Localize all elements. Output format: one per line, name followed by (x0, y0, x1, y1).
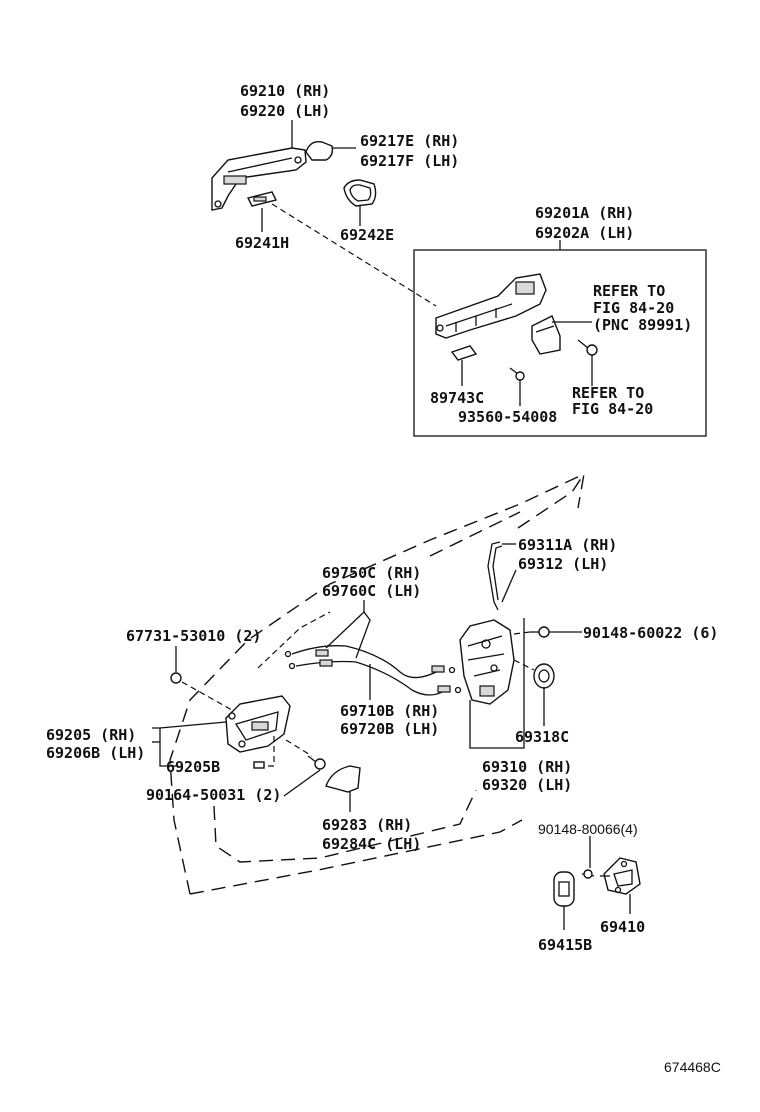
lock-rod (487, 541, 503, 611)
label-69205b: 69205B (166, 758, 220, 776)
label-pnc-89991: (PNC 89991) (593, 316, 692, 334)
clip-67731 (170, 672, 182, 684)
label-refer-to-1: REFER TO (593, 282, 665, 300)
label-fig-84-20-1: FIG 84-20 (593, 299, 674, 317)
door-striker (603, 857, 641, 895)
label-69760c: 69760C (LH) (322, 582, 421, 600)
handle-pad-rear (343, 179, 377, 207)
label-69710b: 69710B (RH) (340, 702, 439, 720)
label-69311a: 69311A (RH) (518, 536, 617, 554)
figure-code: 674468C (664, 1059, 721, 1075)
label-69241h: 69241H (235, 234, 289, 252)
label-69201a: 69201A (RH) (535, 204, 634, 222)
clip-89743c (450, 345, 478, 361)
label-69202a: 69202A (LH) (535, 224, 634, 242)
label-69310: 69310 (RH) (482, 758, 572, 776)
label-69720b: 69720B (LH) (340, 720, 439, 738)
inside-handle (225, 695, 291, 753)
label-90148-60022: 90148-60022 (6) (583, 624, 718, 642)
door-outline (169, 473, 585, 895)
label-69220: 69220 (LH) (240, 102, 330, 120)
sensor-module (531, 315, 561, 355)
label-69415b: 69415B (538, 936, 592, 954)
label-69320: 69320 (LH) (482, 776, 572, 794)
label-69750c: 69750C (RH) (322, 564, 421, 582)
screw-69205b (253, 761, 265, 769)
handle-cover (305, 141, 334, 161)
lock-cover (533, 663, 555, 689)
label-69206b: 69206B (LH) (46, 744, 145, 762)
label-69217f: 69217F (LH) (360, 152, 459, 170)
striker-shim (553, 871, 575, 907)
label-69205: 69205 (RH) (46, 726, 136, 744)
label-69318c: 69318C (515, 728, 569, 746)
label-69242e: 69242E (340, 226, 394, 244)
label-69283: 69283 (RH) (322, 816, 412, 834)
label-93560-54008: 93560-54008 (458, 408, 557, 426)
label-refer-to-2: REFER TO (572, 384, 644, 402)
lock-screw (530, 626, 550, 638)
frame-assembly (435, 273, 547, 339)
label-89743c: 89743C (430, 389, 484, 407)
label-90164-50031: 90164-50031 (2) (146, 786, 281, 804)
outside-handle-frame (211, 147, 307, 211)
handle-cap (325, 765, 361, 793)
label-67731-53010: 67731-53010 (2) (126, 627, 261, 645)
screw-93560 (509, 367, 525, 381)
label-90148-80066: 90148-80066(4) (538, 821, 638, 837)
label-69312: 69312 (LH) (518, 555, 608, 573)
label-fig-84-20-2: FIG 84-20 (572, 400, 653, 418)
label-69217e: 69217E (RH) (360, 132, 459, 150)
handle-pad (246, 191, 278, 207)
screw-90164 (307, 755, 326, 770)
cable-assembly (284, 645, 462, 696)
striker-screw (581, 869, 595, 879)
screw (577, 339, 598, 356)
label-69284c: 69284C (LH) (322, 835, 421, 853)
label-69410: 69410 (600, 918, 645, 936)
door-lock (459, 619, 515, 705)
label-69210: 69210 (RH) (240, 82, 330, 100)
